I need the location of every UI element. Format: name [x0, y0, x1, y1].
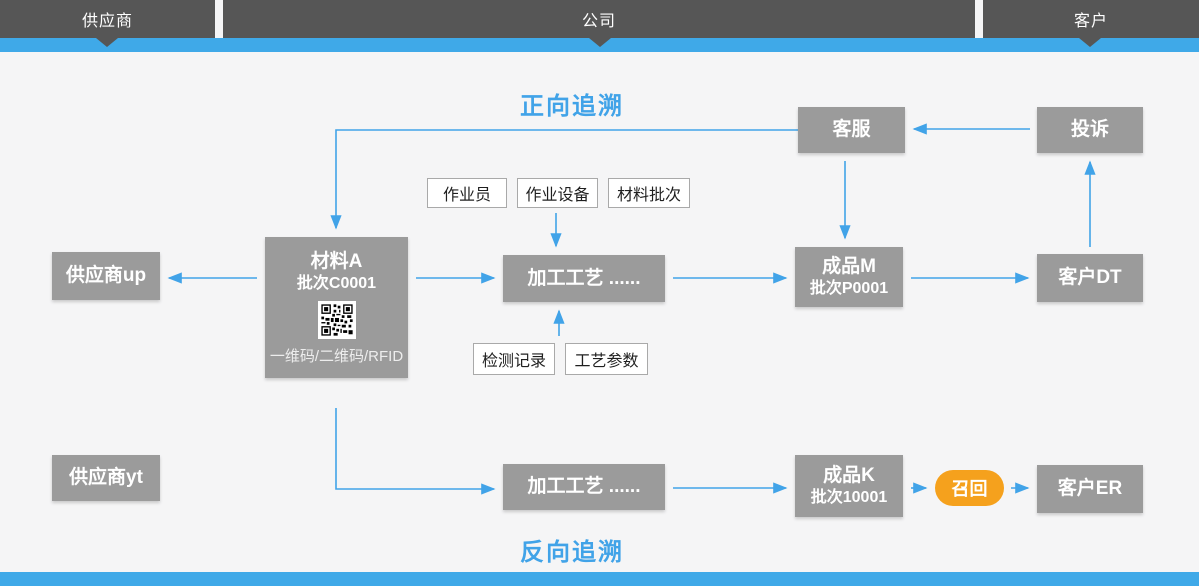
- node-label-line2: 批次P0001: [809, 280, 889, 298]
- tag-worker: 作业员: [427, 178, 507, 208]
- node-complaint: 投诉: [1037, 107, 1143, 153]
- forward-trace-title: 正向追溯: [520, 93, 624, 120]
- node-label-line2: 批次C0001: [296, 275, 377, 293]
- header-label-company: 公司: [581, 13, 616, 30]
- node-label-line1: 成品M: [822, 255, 876, 277]
- node-product-m: 成品M 批次P0001: [795, 247, 903, 307]
- node-supplier-yt: 供应商yt: [52, 455, 160, 501]
- node-customer-service: 客服: [798, 107, 905, 153]
- node-process-1: 加工工艺 ......: [503, 255, 665, 302]
- node-label: 供应商yt: [69, 467, 143, 489]
- header-segment-supplier: 供应商: [0, 0, 215, 38]
- bottom-blue-bar: [0, 572, 1199, 586]
- tag-process-params: 工艺参数: [565, 343, 648, 375]
- node-label-line1: 成品K: [823, 464, 875, 486]
- header-pointer-customer: [1079, 38, 1101, 47]
- node-product-k: 成品K 批次10001: [795, 455, 903, 517]
- backward-trace-title: 反向追溯: [520, 539, 624, 566]
- node-label: 供应商up: [65, 265, 147, 287]
- header-pointer-company: [589, 38, 611, 47]
- header-segment-company: 公司: [223, 0, 975, 38]
- node-label: 投诉: [1070, 119, 1109, 141]
- header-segment-customer: 客户: [983, 0, 1199, 38]
- tag-equipment: 作业设备: [517, 178, 598, 208]
- arrow-material-to-process2: [335, 408, 496, 495]
- node-label: 加工工艺 ......: [527, 476, 641, 498]
- node-label: 客户DT: [1058, 267, 1122, 289]
- node-label: 加工工艺 ......: [527, 267, 641, 289]
- qr-code-icon: [317, 301, 356, 340]
- node-label: 客服: [832, 119, 871, 141]
- node-process-2: 加工工艺 ......: [503, 464, 665, 510]
- header-label-customer: 客户: [1073, 13, 1108, 30]
- tag-inspection-record: 检测记录: [473, 343, 555, 375]
- node-label-line2: 批次10001: [810, 489, 888, 507]
- node-customer-er: 客户ER: [1037, 465, 1143, 513]
- recall-badge: 召回: [935, 470, 1004, 506]
- node-label: 客户ER: [1057, 478, 1123, 500]
- header-label-supplier: 供应商: [81, 13, 133, 30]
- node-customer-dt: 客户DT: [1037, 254, 1143, 302]
- header-pointer-supplier: [96, 38, 118, 47]
- node-label-line1: 材料A: [310, 250, 363, 272]
- node-caption: 一维码/二维码/RFID: [269, 348, 404, 366]
- tag-material-batch: 材料批次: [608, 178, 690, 208]
- node-supplier-up: 供应商up: [52, 252, 160, 300]
- node-material-a: 材料A 批次C0001: [265, 237, 408, 378]
